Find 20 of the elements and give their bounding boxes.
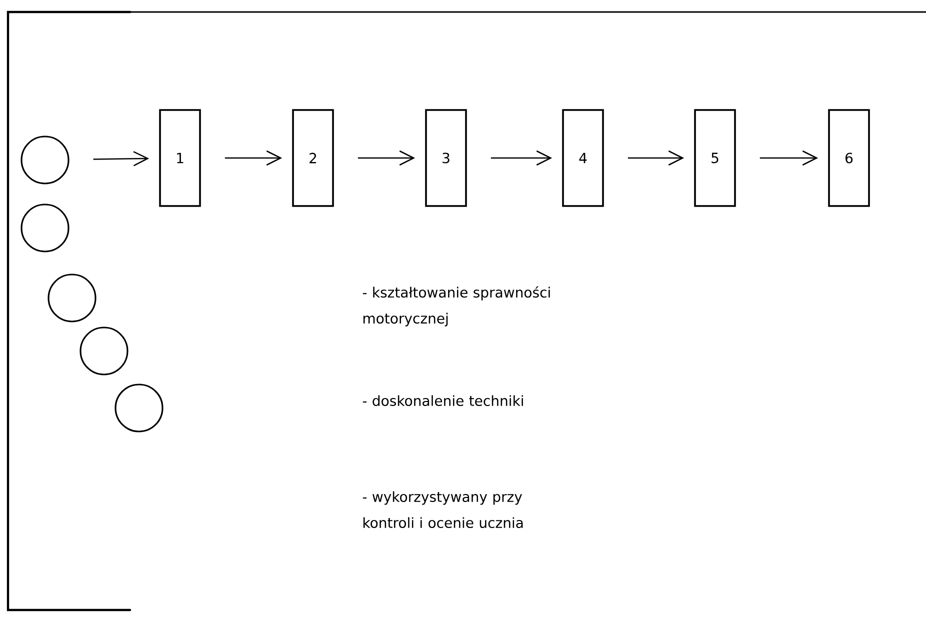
note-text: - wykorzystywany przy kontroli i ocenie ucznia (362, 491, 523, 528)
arrow (760, 150, 818, 166)
process-box: 3 (425, 109, 467, 207)
note-text: - kształtowanie sprawności motorycznej (362, 286, 550, 326)
arrow (490, 150, 552, 166)
note-text: - doskonalenie techniki (362, 395, 523, 406)
process-box: 1 (159, 109, 201, 207)
arrow (358, 150, 416, 166)
process-box: 4 (562, 109, 604, 207)
arrow (628, 150, 684, 166)
process-box: 2 (292, 109, 334, 207)
circle (114, 384, 164, 432)
circle (48, 274, 96, 322)
circle (20, 136, 70, 184)
process-box: 6 (828, 109, 870, 207)
circle (80, 326, 128, 376)
arrow (93, 151, 150, 166)
arrow (224, 150, 282, 166)
circle (20, 204, 70, 252)
process-box: 5 (694, 109, 736, 207)
